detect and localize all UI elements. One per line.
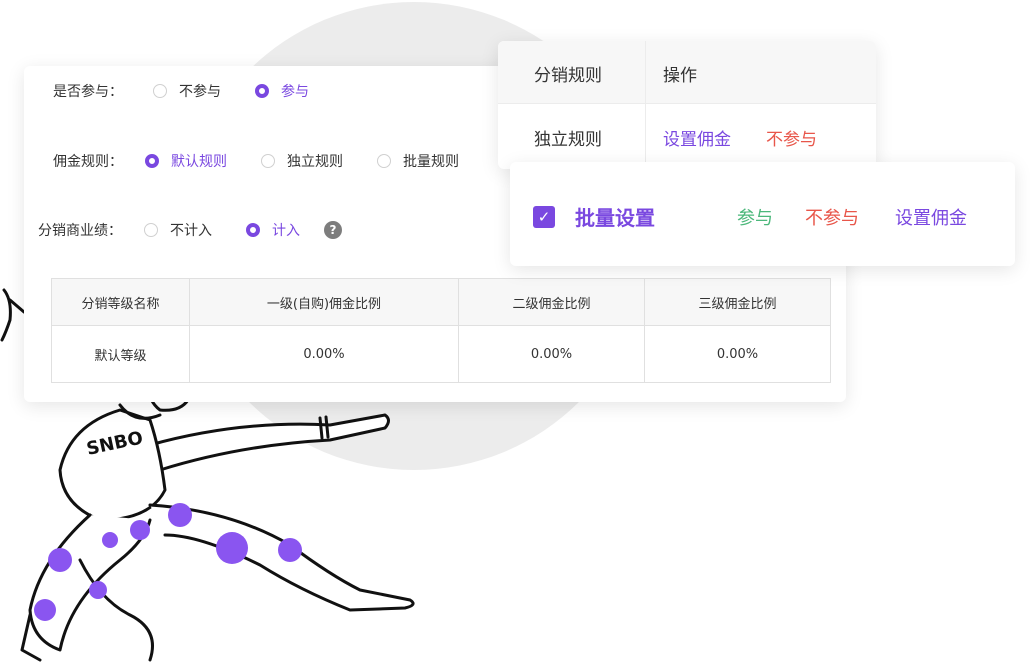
participate-label: 是否参与：: [53, 84, 123, 100]
radio-circle[interactable]: [144, 223, 158, 237]
commission-rule-row: 佣金规则： 默认规则 独立规则 批量规则: [53, 150, 459, 172]
table-header-row: 分销等级名称 一级(自购)佣金比例 二级佣金比例 三级佣金比例: [51, 278, 832, 326]
radio-label: 不参与: [179, 84, 221, 100]
set-commission-link[interactable]: 设置佣金: [895, 208, 967, 229]
table-header: 二级佣金比例: [457, 278, 645, 326]
set-commission-link[interactable]: 设置佣金: [663, 130, 731, 150]
performance-label: 分销商业绩：: [38, 223, 122, 239]
row-rule-label: 独立规则: [534, 130, 602, 150]
radio-label: 批量规则: [403, 154, 459, 170]
help-icon[interactable]: ?: [324, 221, 342, 239]
table-header: 三级佣金比例: [643, 278, 832, 326]
radio-label: 不计入: [170, 223, 212, 239]
radio-circle[interactable]: [377, 154, 391, 168]
table-cell[interactable]: 0.00%: [189, 325, 459, 383]
radio-not-count[interactable]: 不计入: [144, 220, 212, 240]
batch-label: 批量设置: [575, 206, 655, 230]
radio-count[interactable]: 计入: [246, 220, 300, 240]
radio-circle[interactable]: [261, 154, 275, 168]
not-participate-link[interactable]: 不参与: [805, 208, 859, 229]
radio-label: 独立规则: [287, 154, 343, 170]
radio-batch-rule[interactable]: 批量规则: [377, 151, 459, 171]
radio-circle[interactable]: [153, 84, 167, 98]
radio-circle-checked[interactable]: [246, 223, 260, 237]
radio-default-rule[interactable]: 默认规则: [145, 151, 227, 171]
not-participate-link[interactable]: 不参与: [766, 130, 817, 150]
table-header: 分销等级名称: [51, 278, 190, 326]
table-cell[interactable]: 0.00%: [643, 325, 832, 383]
distribution-settings-card: 是否参与： 不参与 参与 佣金规则： 默认规则 独立规则 批量规则 分销商业绩：…: [24, 66, 846, 402]
batch-settings-card: ✓ 批量设置 参与 不参与 设置佣金: [510, 162, 1015, 266]
participate-row: 是否参与： 不参与 参与: [53, 80, 309, 102]
radio-label: 计入: [272, 223, 300, 239]
table-cell[interactable]: 0.00%: [457, 325, 645, 383]
participate-link[interactable]: 参与: [737, 208, 773, 229]
column-divider: [645, 41, 646, 169]
performance-row: 分销商业绩： 不计入 计入 ?: [38, 219, 342, 241]
rule-action-card: 分销规则 操作 独立规则 设置佣金 不参与: [498, 41, 876, 169]
action-card-header: [498, 41, 876, 104]
radio-independent-rule[interactable]: 独立规则: [261, 151, 343, 171]
radio-not-participate[interactable]: 不参与: [153, 81, 221, 101]
header-rule: 分销规则: [534, 66, 602, 86]
radio-label: 参与: [281, 84, 309, 100]
table-header: 一级(自购)佣金比例: [189, 278, 459, 326]
table-row: 默认等级 0.00% 0.00% 0.00%: [51, 325, 832, 383]
table-cell: 默认等级: [51, 325, 190, 383]
batch-checkbox[interactable]: ✓: [533, 206, 555, 228]
commission-rule-label: 佣金规则：: [53, 154, 123, 170]
radio-label: 默认规则: [171, 154, 227, 170]
grade-commission-table: 分销等级名称 一级(自购)佣金比例 二级佣金比例 三级佣金比例 默认等级 0.0…: [51, 278, 832, 383]
header-operation: 操作: [663, 66, 697, 86]
radio-circle-checked[interactable]: [145, 154, 159, 168]
radio-participate[interactable]: 参与: [255, 81, 309, 101]
radio-circle-checked[interactable]: [255, 84, 269, 98]
